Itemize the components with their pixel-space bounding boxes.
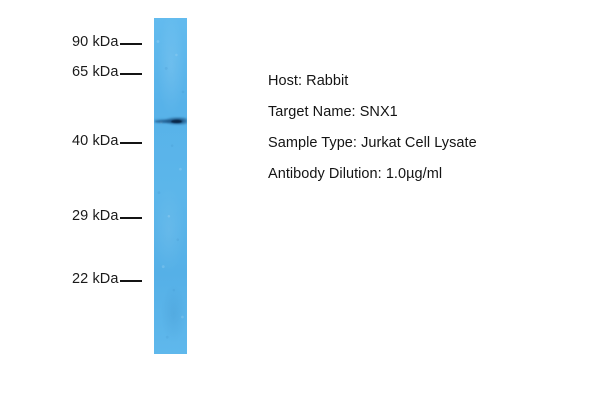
ladder-marker-label: 29 kDa bbox=[72, 207, 119, 224]
ladder-tick-icon bbox=[119, 142, 142, 144]
ladder-marker-40: 40 kDa bbox=[72, 131, 142, 151]
protein-band-core bbox=[171, 119, 182, 123]
ladder-marker-22: 22 kDa bbox=[72, 269, 142, 289]
ladder-marker-label: 40 kDa bbox=[72, 132, 119, 149]
info-line-sample-type: Sample Type: Jurkat Cell Lysate bbox=[268, 135, 477, 152]
info-line-antibody-dilution: Antibody Dilution: 1.0µg/ml bbox=[268, 166, 443, 183]
info-line-target-name: Target Name: SNX1 bbox=[268, 104, 398, 121]
protein-band-tail bbox=[155, 120, 174, 123]
ladder-marker-label: 22 kDa bbox=[72, 270, 119, 287]
ladder-tick-icon bbox=[119, 73, 142, 75]
blot-lane bbox=[154, 18, 187, 354]
ladder-marker-label: 90 kDa bbox=[72, 33, 119, 50]
ladder-marker-label: 65 kDa bbox=[72, 63, 119, 80]
ladder-tick-icon bbox=[119, 43, 142, 45]
ladder-marker-90: 90 kDa bbox=[72, 32, 142, 52]
experiment-info-block: Host: Rabbit Target Name: SNX1 Sample Ty… bbox=[268, 66, 578, 190]
info-line-host: Host: Rabbit bbox=[268, 73, 349, 90]
membrane-grain bbox=[154, 18, 187, 354]
protein-band bbox=[154, 117, 187, 125]
ladder-marker-29: 29 kDa bbox=[72, 206, 142, 226]
ladder-marker-65: 65 kDa bbox=[72, 62, 142, 82]
ladder-tick-icon bbox=[119, 217, 142, 219]
ladder-tick-icon bbox=[119, 280, 142, 282]
